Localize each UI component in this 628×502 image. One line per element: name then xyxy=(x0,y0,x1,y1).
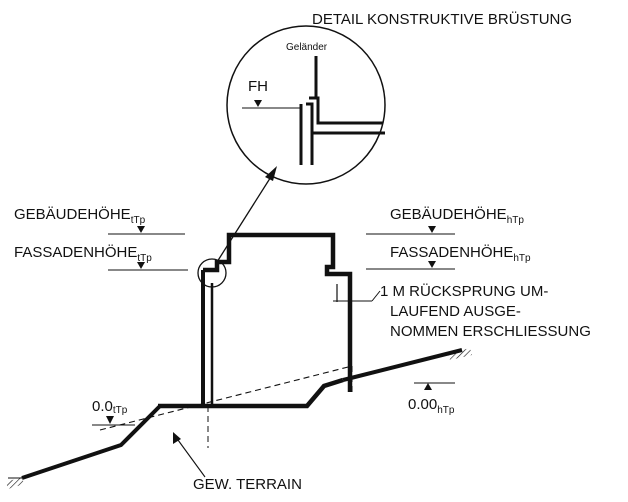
right-building-height-label: GEBÄUDEHÖHEhTp xyxy=(390,205,524,226)
building-upper-outline xyxy=(203,232,353,392)
setback-note-line-3: NOMMEN ERSCHLIESSUNG xyxy=(390,323,591,340)
fh-level-marker xyxy=(254,100,262,107)
ground-slab xyxy=(158,377,344,409)
left-building-height-label: GEBÄUDEHÖHEtTp xyxy=(14,205,146,226)
right-datum-label: 0.00hTp xyxy=(408,396,455,416)
left-datum-label: 0.0tTp xyxy=(92,398,128,416)
setback-leader xyxy=(371,290,381,302)
setback-note-line-1: 1 M RÜCKSPRUNG UM- xyxy=(380,282,548,300)
new-terrain-left xyxy=(21,404,162,480)
terrain-leader-arrow xyxy=(173,432,181,444)
detail-pointer-arrow xyxy=(265,166,277,181)
right-building-height-marker xyxy=(428,226,436,233)
parapet-outline xyxy=(309,96,383,125)
building-section xyxy=(158,232,353,409)
terrain-leader-line xyxy=(177,439,206,478)
right-facade-height-marker xyxy=(428,261,436,268)
slab-outline xyxy=(306,102,385,135)
setback-note-line-2: LAUFEND AUSGE- xyxy=(390,303,521,320)
detail-pointer-line xyxy=(216,171,275,263)
fh-label: FH xyxy=(248,78,268,95)
left-facade-height-label: FASSADENHÖHEtTp xyxy=(14,243,152,264)
left-building-height-marker xyxy=(137,226,145,233)
terrain-hatch-left xyxy=(6,477,24,489)
right-datum-marker xyxy=(424,383,432,390)
detail-magnifier: Geländer FH xyxy=(226,25,386,185)
railing-label: Geländer xyxy=(286,42,328,53)
setback-note: 1 M RÜCKSPRUNG UM- LAUFEND AUSGE- NOMMEN… xyxy=(380,282,591,340)
new-terrain-right xyxy=(342,348,463,382)
left-facade-height-marker xyxy=(137,262,145,269)
terrain-label: GEW. TERRAIN xyxy=(193,476,302,493)
detail-title: DETAIL KONSTRUKTIVE BRÜSTUNG xyxy=(312,10,572,28)
left-datum-marker xyxy=(106,416,114,424)
right-facade-height-label: FASSADENHÖHEhTp xyxy=(390,243,531,264)
natural-terrain-line xyxy=(99,365,353,431)
terrain-hatch-right xyxy=(448,348,472,360)
terrain xyxy=(6,348,472,489)
